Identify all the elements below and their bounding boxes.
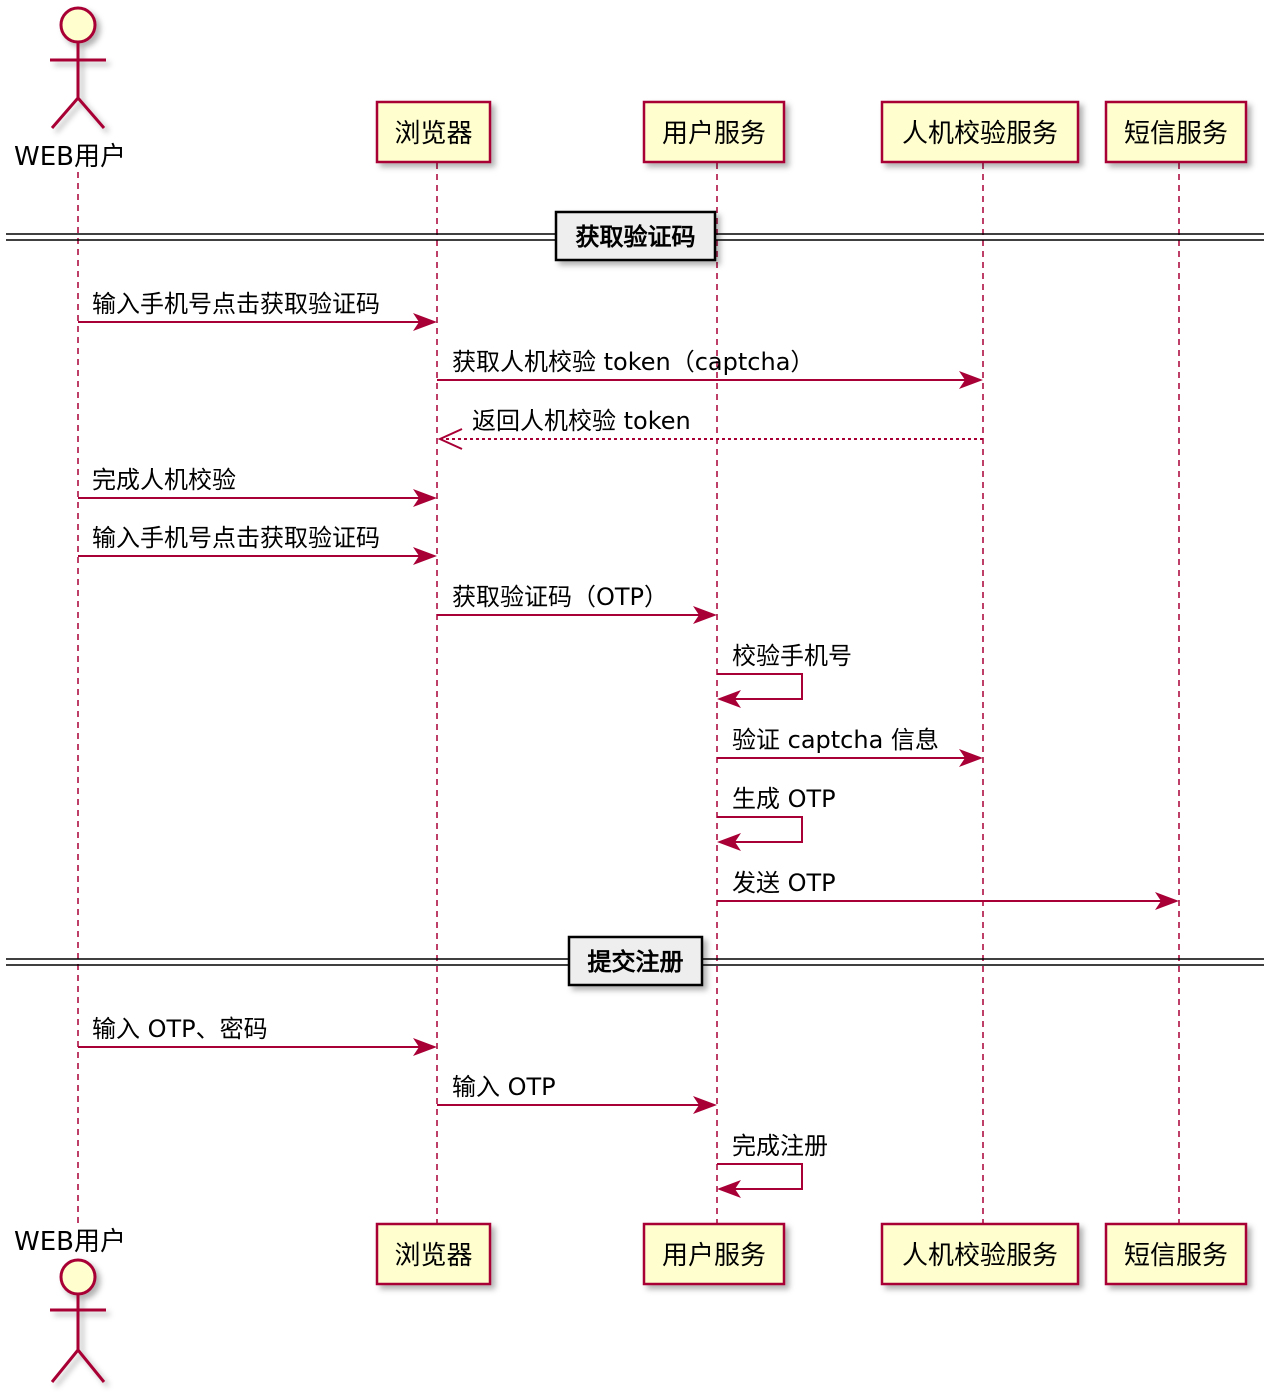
arrowhead-icon xyxy=(717,1180,741,1198)
message-7-self: 校验手机号 xyxy=(717,642,852,708)
message-label-1: 输入手机号点击获取验证码 xyxy=(92,290,380,318)
actor-head-icon xyxy=(59,6,97,44)
divider-get-code: 获取验证码 xyxy=(6,210,1264,262)
message-label-11: 输入 OTP、密码 xyxy=(92,1015,268,1043)
message-3: 返回人机校验 token xyxy=(437,407,983,450)
message-10: 发送 OTP xyxy=(717,869,1179,910)
participant-label-captcha-service-top: 人机校验服务 xyxy=(902,119,1058,149)
actor-head-icon xyxy=(59,1258,97,1296)
message-label-12: 输入 OTP xyxy=(452,1073,556,1101)
message-1: 输入手机号点击获取验证码 xyxy=(78,290,437,331)
arrowhead-icon xyxy=(717,833,741,851)
participant-label-captcha-service-bottom: 人机校验服务 xyxy=(902,1241,1058,1271)
arrowhead-icon xyxy=(959,371,983,389)
message-9-self: 生成 OTP xyxy=(717,785,836,851)
participant-browser-bottom: 浏览器 xyxy=(375,1222,492,1286)
participant-sms-service-top: 短信服务 xyxy=(1104,100,1248,164)
message-5: 输入手机号点击获取验证码 xyxy=(78,524,437,565)
message-label-9: 生成 OTP xyxy=(732,785,836,813)
lifelines xyxy=(77,163,1180,1225)
message-label-2: 获取人机校验 token（captcha） xyxy=(452,348,814,376)
message-label-13: 完成注册 xyxy=(732,1132,828,1160)
participant-user-service-bottom: 用户服务 xyxy=(642,1222,786,1286)
message-label-6: 获取验证码（OTP） xyxy=(452,583,668,611)
participant-sms-service-bottom: 短信服务 xyxy=(1104,1222,1248,1286)
participant-label-user-service-bottom: 用户服务 xyxy=(662,1241,766,1271)
participant-user-service-top: 用户服务 xyxy=(642,100,786,164)
arrowhead-icon xyxy=(693,606,717,624)
message-label-4: 完成人机校验 xyxy=(92,466,236,494)
actor-user-bottom xyxy=(50,1258,106,1383)
participant-label-browser-bottom: 浏览器 xyxy=(394,1241,472,1271)
message-4: 完成人机校验 xyxy=(78,466,437,507)
participant-label-user-service-top: 用户服务 xyxy=(662,119,766,149)
arrowhead-icon xyxy=(413,313,437,331)
arrowhead-icon xyxy=(717,690,741,708)
divider-submit: 提交注册 xyxy=(6,935,1264,987)
arrowhead-icon xyxy=(413,1038,437,1056)
arrowhead-icon xyxy=(959,749,983,767)
actor-label-user-bottom: WEB用户 xyxy=(14,1227,126,1257)
divider-label-get-code: 获取验证码 xyxy=(576,223,696,251)
participant-label-browser-top: 浏览器 xyxy=(394,119,472,149)
participant-label-sms-service-top: 短信服务 xyxy=(1124,119,1228,149)
message-label-10: 发送 OTP xyxy=(732,869,836,897)
divider-label-submit: 提交注册 xyxy=(588,948,684,976)
message-2: 获取人机校验 token（captcha） xyxy=(437,348,983,389)
message-label-5: 输入手机号点击获取验证码 xyxy=(92,524,380,552)
actor-user-top xyxy=(50,6,106,129)
participant-label-sms-service-bottom: 短信服务 xyxy=(1124,1241,1228,1271)
message-13-self: 完成注册 xyxy=(717,1132,828,1198)
participant-browser-top: 浏览器 xyxy=(375,100,492,164)
arrowhead-icon xyxy=(413,547,437,565)
message-label-3: 返回人机校验 token xyxy=(472,407,691,435)
message-12: 输入 OTP xyxy=(437,1073,717,1114)
participant-captcha-service-bottom: 人机校验服务 xyxy=(880,1222,1080,1286)
participant-captcha-service-top: 人机校验服务 xyxy=(880,100,1080,164)
message-label-8: 验证 captcha 信息 xyxy=(732,726,939,754)
message-8: 验证 captcha 信息 xyxy=(717,726,983,767)
arrowhead-icon xyxy=(1155,892,1179,910)
arrowhead-icon xyxy=(413,489,437,507)
arrowhead-icon xyxy=(693,1096,717,1114)
message-11: 输入 OTP、密码 xyxy=(78,1015,437,1056)
actor-label-user-top: WEB用户 xyxy=(14,142,126,172)
arrowhead-open-icon xyxy=(437,428,463,450)
message-label-7: 校验手机号 xyxy=(732,642,852,670)
message-6: 获取验证码（OTP） xyxy=(437,583,717,624)
